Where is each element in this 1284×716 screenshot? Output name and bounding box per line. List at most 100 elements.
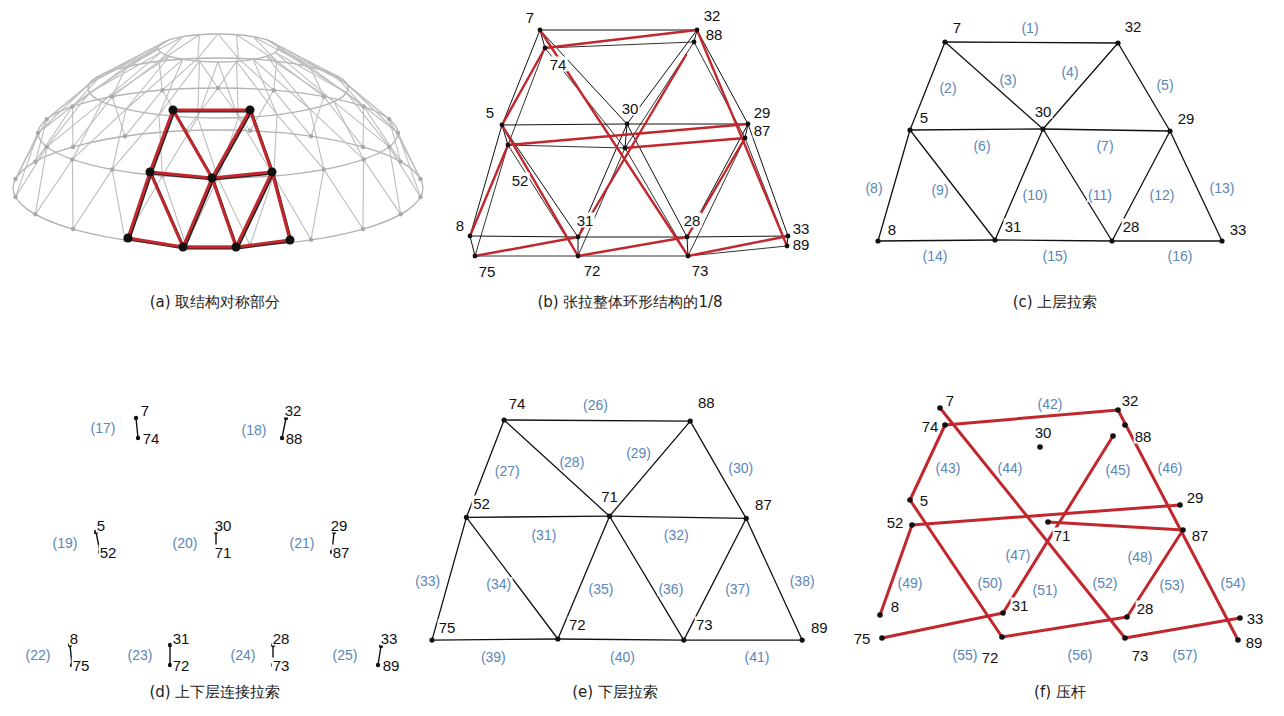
member-number: (48) xyxy=(1127,550,1154,564)
dome-ring xyxy=(13,130,423,246)
member-number: (41) xyxy=(743,650,770,664)
joint-dot xyxy=(695,28,700,33)
node-number: 8 xyxy=(890,599,900,614)
joint-dot xyxy=(877,612,883,618)
node-number: 52 xyxy=(472,495,491,510)
node-number: 30 xyxy=(1034,425,1053,440)
joint-dot xyxy=(576,254,581,259)
dome-member xyxy=(274,61,277,90)
dome-member xyxy=(159,37,183,62)
dome-member xyxy=(324,97,363,147)
joint-dot xyxy=(376,663,380,667)
member-number: (44) xyxy=(997,461,1024,475)
member-number: (46) xyxy=(1157,461,1184,475)
joint-dot xyxy=(907,497,913,503)
dome-member xyxy=(238,58,273,90)
joint-dot xyxy=(13,195,17,199)
dome-member xyxy=(38,93,90,133)
dome-member xyxy=(72,109,126,159)
joint-dot xyxy=(123,134,127,138)
node-number: 31 xyxy=(1011,598,1030,613)
joint-dot xyxy=(500,123,505,128)
node-number: 52 xyxy=(99,545,118,560)
joint-dot xyxy=(1167,128,1172,133)
highlight-member xyxy=(173,110,212,178)
dome-member xyxy=(267,40,310,67)
dome-member xyxy=(389,119,420,179)
member-number: (50) xyxy=(977,576,1004,590)
joint-dot xyxy=(110,94,114,98)
node-number: 7 xyxy=(952,20,962,35)
dome-member xyxy=(72,67,126,107)
joint-dot xyxy=(1122,635,1128,641)
node-number: 89 xyxy=(792,237,811,252)
dome-member xyxy=(346,83,398,133)
node-number: 7 xyxy=(945,393,955,408)
upper-cable xyxy=(945,42,1043,129)
joint-dot xyxy=(322,94,326,98)
node-number: 32 xyxy=(703,8,722,23)
joint-dot xyxy=(506,143,511,148)
member-number: (56) xyxy=(1067,648,1094,662)
dome-member xyxy=(72,102,102,160)
node-number: 87 xyxy=(754,497,773,512)
node-number: 28 xyxy=(683,213,702,228)
lower-cable xyxy=(684,639,802,640)
strut xyxy=(502,125,578,256)
joint-dot xyxy=(1109,238,1114,243)
joint-dot xyxy=(1124,614,1130,620)
strut xyxy=(945,410,1118,425)
lower-cable xyxy=(466,517,557,639)
joint-dot xyxy=(271,88,275,92)
strut xyxy=(475,237,578,256)
dome-member xyxy=(198,34,218,58)
strut xyxy=(545,30,697,48)
upper-cable xyxy=(910,130,995,240)
joint-dot xyxy=(33,159,37,163)
dome-member xyxy=(198,35,200,59)
joint-dot xyxy=(879,635,885,641)
highlight-member xyxy=(173,109,250,112)
joint-dot xyxy=(13,177,17,181)
member-number: (25) xyxy=(332,648,359,662)
node-number: 73 xyxy=(1131,648,1150,663)
upper-cable xyxy=(1112,240,1222,241)
panel-caption: (f) 压杆 xyxy=(1033,685,1087,700)
joint-dot xyxy=(992,237,997,242)
lower-cable xyxy=(578,148,625,256)
joint-dot xyxy=(309,237,313,241)
dome-member xyxy=(35,159,72,214)
node-number: 31 xyxy=(1004,219,1023,234)
node-number: 32 xyxy=(1121,393,1140,408)
lower-cable xyxy=(610,421,691,516)
link-cable xyxy=(625,124,627,148)
joint-dot xyxy=(136,436,140,440)
node-number: 73 xyxy=(695,616,714,631)
dome-member xyxy=(267,56,310,109)
panel-caption: (b) 张拉整体环形结构的1/8 xyxy=(536,295,723,310)
node-number: 73 xyxy=(272,658,291,673)
member-number: (39) xyxy=(480,650,507,664)
joint-dot xyxy=(36,131,40,135)
node-number: 71 xyxy=(214,545,233,560)
dome-member xyxy=(159,61,162,90)
member-number: (11) xyxy=(1087,188,1113,202)
joint-dot xyxy=(216,86,220,90)
upper-cable xyxy=(697,30,748,124)
joint-dot xyxy=(576,235,581,240)
joint-dot xyxy=(387,117,391,121)
member-number: (20) xyxy=(172,536,199,550)
dome-member xyxy=(198,58,218,88)
joint-dot xyxy=(361,145,365,149)
highlight-member xyxy=(212,172,272,178)
highlight-member xyxy=(238,174,274,249)
joint-dot xyxy=(538,28,543,33)
member-number: (43) xyxy=(935,461,962,475)
node-number: 8 xyxy=(455,218,465,233)
joint-dot xyxy=(1180,527,1186,533)
node-number: 7 xyxy=(525,10,535,25)
node-number: 73 xyxy=(691,263,710,278)
upper-cable xyxy=(878,240,995,241)
lower-cable xyxy=(432,639,558,640)
joint-dot xyxy=(692,40,697,45)
